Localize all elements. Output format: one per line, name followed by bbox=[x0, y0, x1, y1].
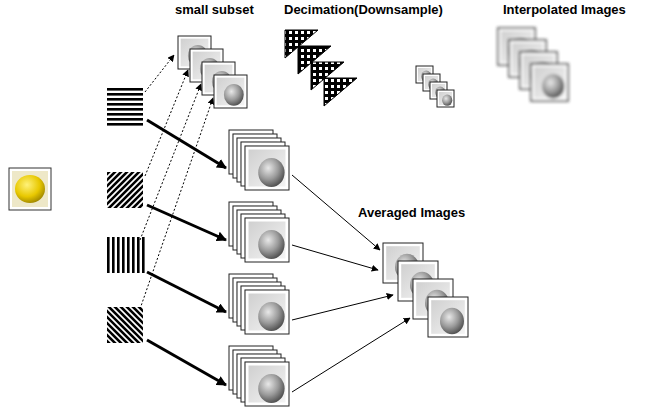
grating-bar bbox=[131, 172, 143, 208]
arrow-line bbox=[140, 98, 213, 309]
arrow-line bbox=[147, 120, 226, 168]
grating-bar bbox=[107, 98, 143, 101]
grating-bar bbox=[107, 123, 143, 126]
grating-bar bbox=[107, 307, 141, 343]
grating-bar bbox=[107, 93, 143, 96]
grating-bar bbox=[107, 113, 143, 116]
frame-ground bbox=[249, 150, 286, 187]
grating bbox=[107, 307, 143, 343]
frame-ground bbox=[534, 67, 565, 98]
grating bbox=[107, 237, 145, 273]
ball-image bbox=[258, 302, 284, 331]
source-frame bbox=[9, 168, 51, 210]
grating-bar bbox=[107, 108, 143, 111]
image-frame bbox=[214, 75, 247, 108]
frame-ground bbox=[431, 300, 465, 334]
frame-ground bbox=[217, 78, 245, 106]
frame-border bbox=[214, 75, 247, 108]
grating bbox=[107, 172, 143, 208]
ball-image bbox=[258, 374, 284, 403]
grating-bar bbox=[132, 237, 135, 273]
grating-bar bbox=[125, 307, 143, 343]
ball-image bbox=[440, 308, 464, 334]
grating-bar bbox=[107, 237, 110, 273]
arrow-line bbox=[292, 245, 378, 270]
frame-border bbox=[531, 64, 568, 101]
grating-bar bbox=[137, 237, 140, 273]
frame-border bbox=[245, 146, 289, 190]
grating-bar bbox=[137, 307, 143, 343]
grating-bar bbox=[107, 172, 141, 208]
ball-image bbox=[442, 95, 452, 106]
image-frame bbox=[245, 290, 289, 334]
arrow-line bbox=[147, 272, 226, 312]
grating-bar bbox=[107, 103, 143, 106]
frame-border bbox=[245, 218, 289, 262]
image-frame bbox=[437, 90, 454, 107]
grating-bar bbox=[117, 237, 120, 273]
group-heading: small subset bbox=[175, 2, 254, 17]
arrow-line bbox=[292, 318, 410, 392]
frame-ground bbox=[249, 366, 286, 403]
yellow-ball bbox=[15, 175, 45, 203]
frame-border bbox=[437, 90, 454, 107]
arrow-line bbox=[147, 205, 226, 240]
group-heading: Averaged Images bbox=[358, 205, 465, 220]
image-frame bbox=[428, 297, 468, 337]
frame-border bbox=[245, 362, 289, 406]
image-frame bbox=[531, 64, 568, 101]
source-ground bbox=[12, 171, 48, 207]
arrow-line bbox=[292, 295, 393, 320]
ball-image bbox=[258, 230, 284, 259]
grating-bar bbox=[137, 172, 143, 208]
ball-image bbox=[224, 84, 244, 106]
grating-bar bbox=[127, 237, 130, 273]
frame-ground bbox=[249, 222, 286, 259]
frame-ground bbox=[439, 92, 452, 105]
grating-bar bbox=[122, 237, 125, 273]
decimation-grid bbox=[324, 78, 357, 106]
grating-bar bbox=[125, 172, 143, 208]
group-heading: Decimation(Downsample) bbox=[284, 2, 443, 17]
frame-ground bbox=[249, 294, 286, 331]
grating-bar bbox=[107, 118, 143, 121]
frame-border bbox=[428, 297, 468, 337]
grating-bar bbox=[131, 307, 143, 343]
image-frame bbox=[245, 218, 289, 262]
grating-bar bbox=[142, 237, 145, 273]
ball-image bbox=[542, 74, 564, 98]
group-heading: Interpolated Images bbox=[503, 2, 626, 17]
image-frame bbox=[245, 146, 289, 190]
arrow-line bbox=[147, 340, 226, 385]
grating-bar bbox=[107, 88, 143, 91]
frame-border bbox=[245, 290, 289, 334]
grating bbox=[107, 88, 143, 126]
image-frame bbox=[245, 362, 289, 406]
arrow-line bbox=[145, 55, 174, 92]
ball-image bbox=[258, 158, 284, 187]
grating-bar bbox=[112, 237, 115, 273]
